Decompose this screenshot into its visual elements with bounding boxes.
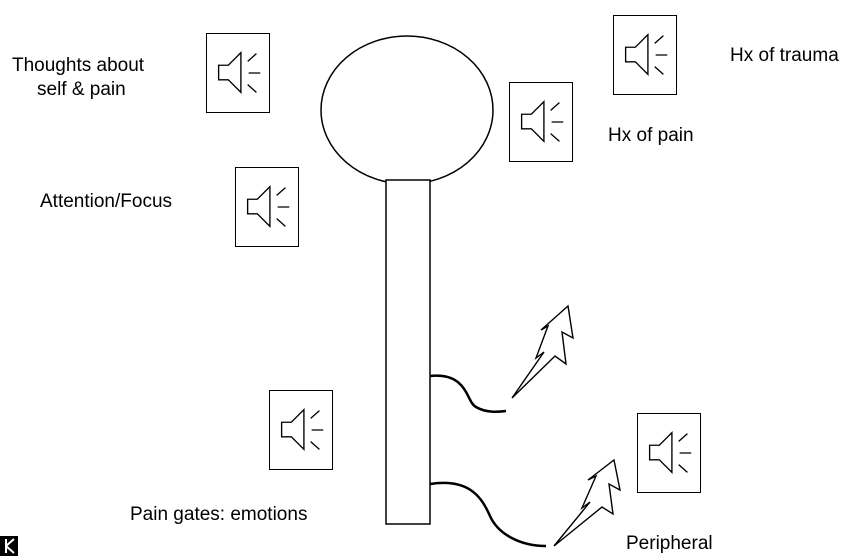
speaker-icon-pain-gates[interactable]: [269, 390, 333, 470]
nerve-curve-upper: [429, 374, 507, 414]
label-pain-gates: Pain gates: emotions: [130, 504, 308, 525]
label-thoughts-line1: Thoughts about: [12, 55, 145, 76]
speaker-icon-hx-trauma[interactable]: [613, 15, 677, 95]
label-hx-pain: Hx of pain: [608, 125, 694, 146]
lightning-bolt-icon-upper: [511, 304, 574, 399]
corner-partial-icon[interactable]: [0, 536, 18, 556]
nerve-curve-lower: [429, 481, 547, 548]
label-peripheral: Peripheral: [626, 533, 713, 554]
label-hx-trauma: Hx of trauma: [730, 45, 839, 66]
speaker-icon-peripheral[interactable]: [637, 413, 701, 493]
label-thoughts-line2: self & pain: [37, 79, 126, 100]
brain-circle: [320, 35, 494, 185]
spinal-cord: [385, 179, 431, 525]
speaker-icon-hx-pain[interactable]: [509, 82, 573, 162]
speaker-icon-thoughts[interactable]: [206, 33, 270, 113]
speaker-icon-attention[interactable]: [235, 167, 299, 247]
lightning-bolt-icon-lower: [553, 458, 621, 547]
label-attention: Attention/Focus: [40, 191, 173, 212]
